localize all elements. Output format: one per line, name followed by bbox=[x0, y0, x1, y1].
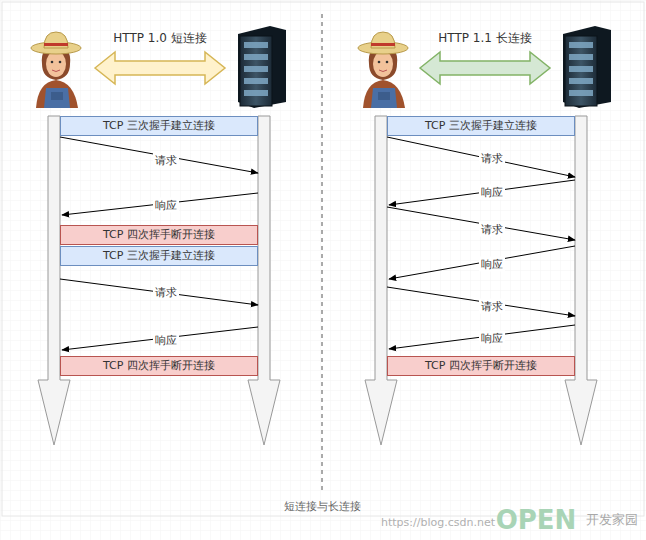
phase-band: TCP 三次握手建立连接 bbox=[60, 246, 258, 266]
lifeline bbox=[248, 116, 280, 445]
watermark: https://blog.csdn.net bbox=[381, 516, 495, 529]
phase-band: TCP 四次挥手断开连接 bbox=[60, 225, 258, 245]
message-label: 响应 bbox=[479, 185, 505, 200]
lifeline bbox=[565, 116, 597, 445]
phase-band: TCP 三次握手建立连接 bbox=[387, 116, 575, 136]
lifeline bbox=[38, 116, 70, 445]
watermark: 开发家园 bbox=[586, 511, 638, 529]
message-label: 请求 bbox=[479, 222, 505, 237]
message-label: 响应 bbox=[153, 333, 179, 348]
band-text: TCP 四次挥手断开连接 bbox=[425, 359, 537, 372]
message-arrow bbox=[387, 287, 575, 316]
protocol-label: HTTP 1.0 短连接 bbox=[113, 30, 206, 47]
phase-band: TCP 四次挥手断开连接 bbox=[60, 356, 258, 376]
band-text: TCP 三次握手建立连接 bbox=[425, 119, 537, 132]
user-figure bbox=[31, 32, 81, 108]
phase-band: TCP 三次握手建立连接 bbox=[60, 116, 258, 136]
message-label: 请求 bbox=[479, 151, 505, 166]
lifeline bbox=[365, 116, 397, 445]
message-label: 请求 bbox=[153, 285, 179, 300]
message-label: 请求 bbox=[479, 299, 505, 314]
band-text: TCP 三次握手建立连接 bbox=[103, 249, 215, 262]
message-arrow bbox=[387, 137, 575, 177]
band-text: TCP 四次挥手断开连接 bbox=[103, 228, 215, 241]
message-arrow bbox=[60, 279, 258, 305]
message-label: 响应 bbox=[479, 331, 505, 346]
watermark-logo: OPEN bbox=[496, 505, 577, 535]
server-icon bbox=[238, 26, 286, 108]
message-arrow bbox=[60, 137, 258, 173]
message-arrow bbox=[387, 207, 575, 240]
message-arrow bbox=[389, 325, 575, 349]
band-text: TCP 四次挥手断开连接 bbox=[103, 359, 215, 372]
message-label: 请求 bbox=[153, 153, 179, 168]
message-arrow bbox=[62, 193, 258, 215]
band-text: TCP 三次握手建立连接 bbox=[103, 119, 215, 132]
message-label: 响应 bbox=[479, 257, 505, 272]
message-arrow bbox=[62, 327, 258, 350]
caption: 短连接与长连接 bbox=[284, 499, 361, 514]
phase-band: TCP 四次挥手断开连接 bbox=[387, 356, 575, 376]
protocol-label: HTTP 1.1 长连接 bbox=[438, 30, 531, 47]
message-arrow bbox=[389, 246, 575, 279]
message-arrow bbox=[389, 180, 575, 205]
message-label: 响应 bbox=[153, 198, 179, 213]
